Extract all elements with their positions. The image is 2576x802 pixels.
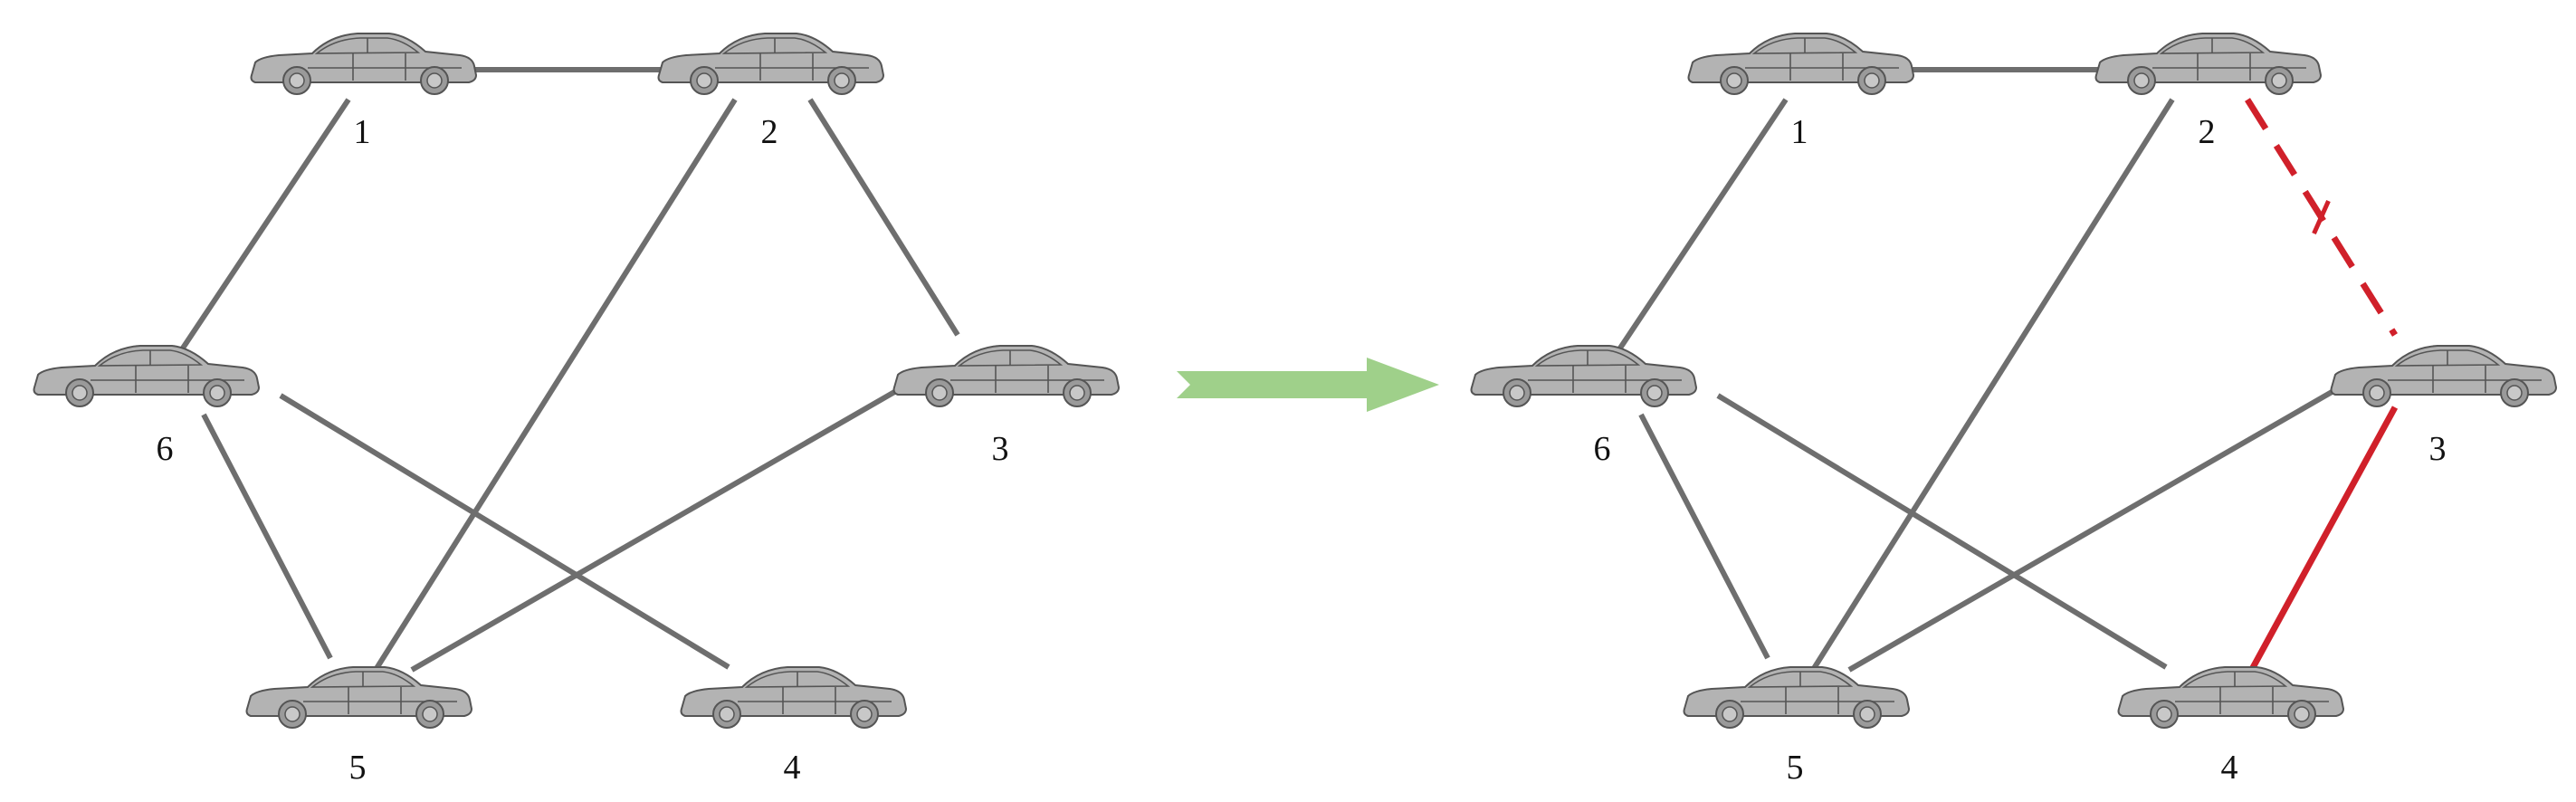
car-icon xyxy=(33,345,260,407)
node-label: 5 xyxy=(349,749,367,787)
node-6: 6 xyxy=(33,345,260,468)
edge-2-5 xyxy=(373,98,738,672)
node-label: 4 xyxy=(2221,749,2238,787)
node-label: 6 xyxy=(1594,430,1611,468)
edge-2-5 xyxy=(1810,98,2175,672)
edge-6-4 xyxy=(1716,393,2168,670)
car-icon xyxy=(2330,345,2557,407)
arrow-right-icon xyxy=(1177,358,1439,412)
edge-6-5 xyxy=(201,413,333,660)
node-5: 5 xyxy=(245,666,472,787)
edge-3-5 xyxy=(1847,388,2335,673)
node-1: 1 xyxy=(250,33,477,151)
car-icon xyxy=(892,345,1120,407)
node-4: 4 xyxy=(2117,666,2344,787)
node-4: 4 xyxy=(680,666,907,787)
node-label: 5 xyxy=(1787,749,1804,787)
node-1: 1 xyxy=(1687,33,1914,151)
node-2: 2 xyxy=(657,33,884,151)
node-label: 6 xyxy=(157,430,174,468)
car-icon xyxy=(250,33,477,95)
node-label: 1 xyxy=(1791,113,1808,151)
edge-6-5 xyxy=(1638,413,1770,660)
edge-3-5 xyxy=(410,388,898,673)
panel-before xyxy=(176,67,960,673)
car-icon xyxy=(680,666,907,729)
car-icon xyxy=(2094,33,2322,95)
edge-1-6 xyxy=(1613,98,1789,357)
edge-6-4 xyxy=(279,393,730,670)
car-icon xyxy=(2117,666,2344,729)
node-label: 2 xyxy=(2199,113,2216,151)
node-label: 3 xyxy=(2429,430,2447,468)
car-icon xyxy=(245,666,472,729)
car-icon xyxy=(657,33,884,95)
edge-1-6 xyxy=(176,98,351,357)
node-2: 2 xyxy=(2094,33,2322,151)
slash-icon xyxy=(2312,199,2331,235)
node-label: 2 xyxy=(761,113,778,151)
edge-2-3 xyxy=(807,98,960,337)
edge-3-4-new xyxy=(2241,406,2399,684)
node-5: 5 xyxy=(1683,666,1910,787)
car-icon xyxy=(1470,345,1697,407)
node-label: 4 xyxy=(784,749,801,787)
node-3: 3 xyxy=(2330,345,2557,468)
panel-after xyxy=(1613,67,2399,684)
node-3: 3 xyxy=(892,345,1120,468)
node-6: 6 xyxy=(1470,345,1697,468)
car-icon xyxy=(1687,33,1914,95)
node-label: 3 xyxy=(992,430,1009,468)
car-icon xyxy=(1683,666,1910,729)
node-label: 1 xyxy=(354,113,371,151)
